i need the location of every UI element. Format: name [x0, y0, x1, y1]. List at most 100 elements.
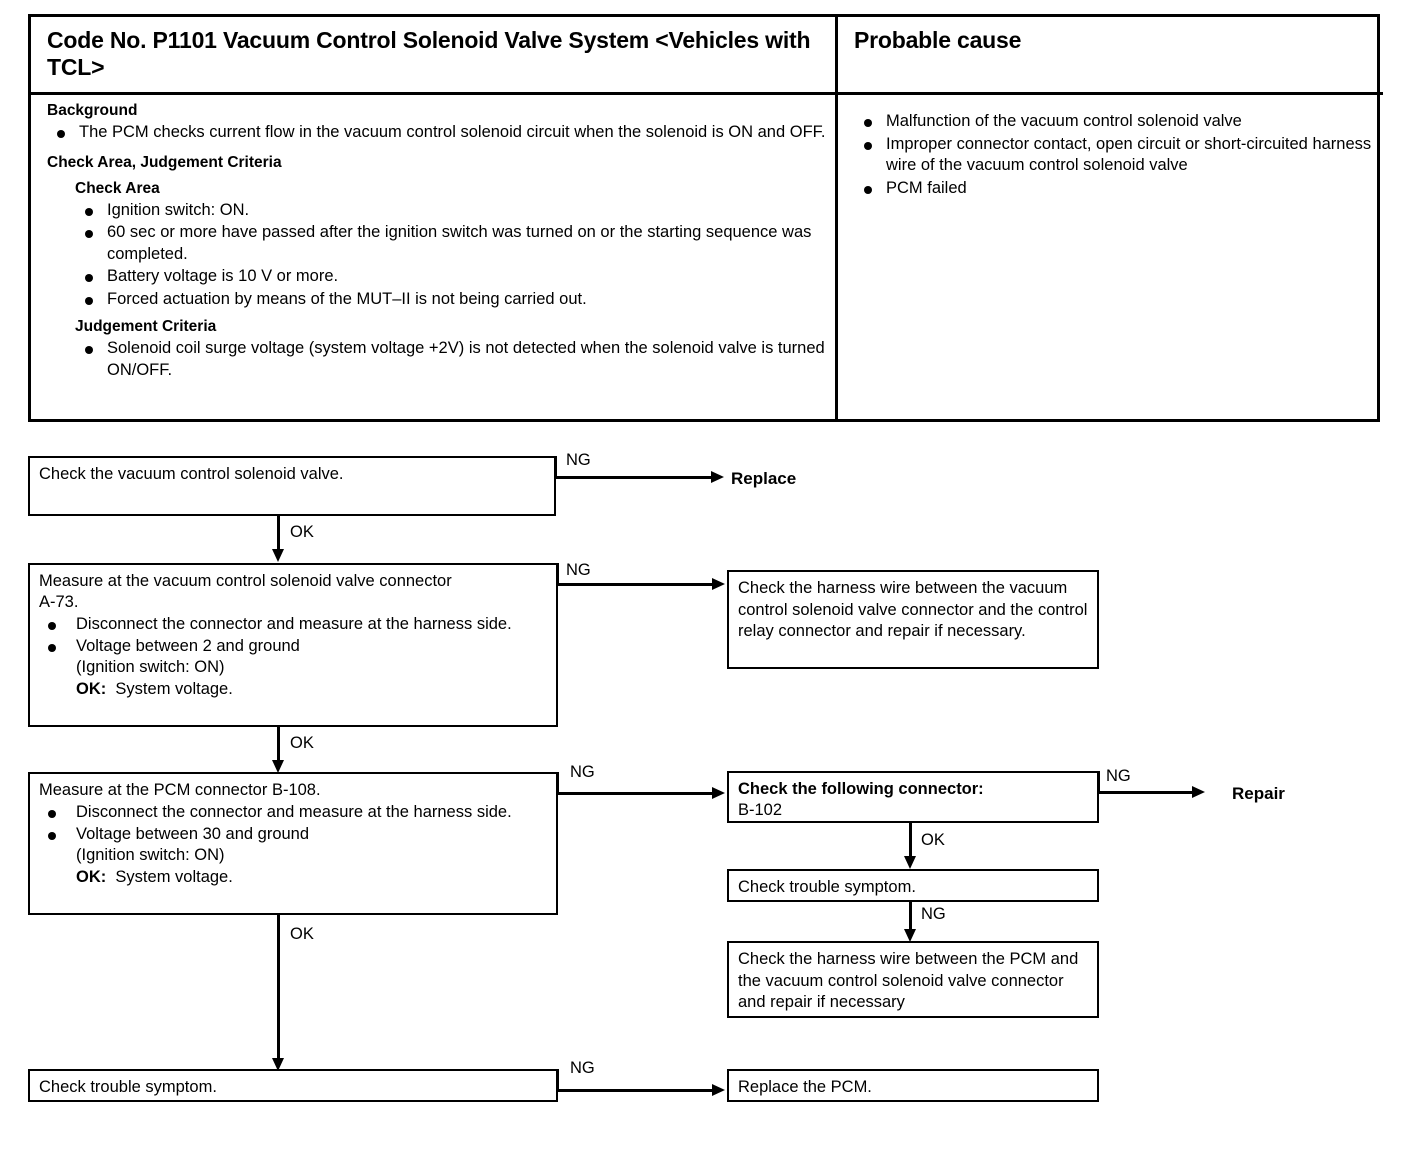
label-ng-box3: NG [570, 763, 595, 781]
flow-bullet-1: Disconnect the connector and measure at … [76, 803, 512, 821]
label-ok-box1: OK [290, 523, 314, 541]
flow-bullet-2-ok: OK: System voltage. [76, 679, 548, 701]
label-ng-box1: NG [566, 451, 591, 469]
flow-bullet-2-sub: (Ignition switch: ON) [76, 846, 225, 864]
flow-box-line1: Measure at the PCM connector B-108. [39, 781, 321, 799]
background-heading: Background [47, 102, 138, 119]
ok-value: System voltage. [115, 679, 233, 698]
flow-box-check-trouble-symptom-bottom: Check trouble symptom. [28, 1069, 558, 1102]
ok-connector-box2-box3 [277, 727, 280, 765]
flow-box-text: Check the vacuum control solenoid valve. [39, 465, 344, 483]
check-area-item-2: Battery voltage is 10 V or more. [107, 267, 339, 285]
arrow-right-icon [1192, 786, 1205, 798]
list-item: Improper connector contact, open circuit… [854, 134, 1374, 177]
diagnostic-info-table: Code No. P1101 Vacuum Control Solenoid V… [28, 14, 1383, 422]
table-header-rule-right [835, 92, 1383, 95]
label-ng-trouble-right: NG [921, 905, 946, 923]
terminal-repair: Repair [1232, 784, 1285, 803]
arrow-down-icon [904, 856, 916, 869]
arrow-down-icon [904, 929, 916, 942]
list-item: PCM failed [854, 178, 1374, 200]
ok-value: System voltage. [115, 867, 233, 886]
probable-cause-content: Malfunction of the vacuum control soleno… [854, 111, 1374, 200]
label-ng-box2: NG [566, 561, 591, 579]
probable-cause-title: Probable cause [854, 27, 1022, 53]
flow-box-check-solenoid-valve: Check the vacuum control solenoid valve. [28, 456, 556, 516]
arrow-right-icon [712, 787, 725, 799]
terminal-replace: Replace [731, 469, 797, 488]
ng-connector-bconn-horizontal [1097, 791, 1195, 794]
ok-label: OK: [76, 679, 107, 698]
code-title: Code No. P1101 Vacuum Control Solenoid V… [47, 27, 811, 80]
flow-box-measure-pcm-connector: Measure at the PCM connector B-108. Disc… [28, 772, 558, 915]
judgement-list: Solenoid coil surge voltage (system volt… [75, 338, 827, 381]
list-item: Disconnect the connector and measure at … [39, 802, 548, 824]
flow-box-measure-solenoid-connector: Measure at the vacuum control solenoid v… [28, 563, 558, 727]
flow-box-check-harness-pcm: Check the harness wire between the PCM a… [727, 941, 1099, 1018]
probable-cause-item-0: Malfunction of the vacuum control soleno… [886, 112, 1242, 130]
flow-box-text: Replace the PCM. [738, 1078, 872, 1096]
label-ok-bconn: OK [921, 831, 945, 849]
criteria-heading: Check Area, Judgement Criteria [47, 153, 282, 171]
list-item: Ignition switch: ON. [75, 200, 827, 222]
list-item: 60 sec or more have passed after the ign… [75, 222, 827, 265]
background-item-0: The PCM checks current flow in the vacuu… [79, 123, 826, 141]
flow-box-text: Check the harness wire between the vacuu… [738, 579, 1088, 640]
arrow-right-icon [711, 471, 724, 483]
ng-connector-box3-vertical [556, 772, 559, 794]
flow-box-text: Check trouble symptom. [39, 1078, 217, 1096]
flow-box-check-following-connector: Check the following connector: B-102 [727, 771, 1099, 823]
flow-box-line1: Check the following connector: [738, 780, 984, 798]
flow-box-text: Check trouble symptom. [738, 878, 916, 896]
label-ok-box3: OK [290, 925, 314, 943]
ok-connector-bconn-trouble [909, 823, 912, 861]
ng-connector-box2-horizontal [556, 583, 714, 586]
ng-connector-bconn-vertical [1097, 771, 1100, 793]
judgement-heading: Judgement Criteria [75, 318, 217, 335]
arrow-down-icon [272, 760, 284, 773]
table-column-divider [835, 17, 838, 419]
ng-connector-bottom-horizontal [556, 1089, 714, 1092]
check-area-heading: Check Area [75, 179, 160, 197]
label-ok-box2: OK [290, 734, 314, 752]
probable-cause-header-cell: Probable cause [838, 17, 1383, 92]
check-area-list: Ignition switch: ON. 60 sec or more have… [75, 200, 827, 311]
list-item: Forced actuation by means of the MUT–II … [75, 289, 827, 311]
list-item: Voltage between 30 and ground (Ignition … [39, 824, 548, 889]
flow-box-line1: Measure at the vacuum control solenoid v… [39, 572, 452, 590]
check-area-item-1: 60 sec or more have passed after the ign… [107, 223, 812, 263]
flow-box-replace-pcm: Replace the PCM. [727, 1069, 1099, 1102]
flow-bullet-2-main: Voltage between 30 and ground [76, 824, 310, 843]
check-area-item-3: Forced actuation by means of the MUT–II … [107, 289, 587, 308]
flow-box-bullets: Disconnect the connector and measure at … [39, 614, 548, 700]
list-item: Disconnect the connector and measure at … [39, 614, 548, 636]
table-header-rule-left [31, 92, 835, 95]
probable-cause-item-1: Improper connector contact, open circuit… [886, 134, 1372, 175]
ng-connector-box1-horizontal [554, 476, 714, 479]
probable-cause-list: Malfunction of the vacuum control soleno… [854, 111, 1374, 199]
flow-bullet-1: Disconnect the connector and measure at … [76, 615, 512, 633]
flow-bullet-2-sub: (Ignition switch: ON) [76, 658, 225, 676]
flow-box-line2: B-102 [738, 801, 783, 819]
arrow-down-icon [272, 1058, 284, 1071]
flow-box-check-trouble-symptom-right: Check trouble symptom. [727, 869, 1099, 902]
list-item: Voltage between 2 and ground (Ignition s… [39, 636, 548, 701]
flow-box-check-harness-relay: Check the harness wire between the vacuu… [727, 570, 1099, 669]
ok-label: OK: [76, 867, 107, 886]
judgement-item-0: Solenoid coil surge voltage (system volt… [107, 339, 825, 379]
list-item: The PCM checks current flow in the vacuu… [47, 122, 827, 144]
ng-connector-box1-vertical [554, 456, 557, 478]
arrow-right-icon [712, 1084, 725, 1096]
list-item: Solenoid coil surge voltage (system volt… [75, 338, 827, 381]
ng-connector-trouble-harness [909, 902, 912, 934]
background-list: The PCM checks current flow in the vacuu… [47, 122, 827, 144]
probable-cause-item-2: PCM failed [886, 178, 967, 197]
check-area-item-0: Ignition switch: ON. [107, 200, 250, 219]
flow-box-line2: A-73. [39, 593, 79, 611]
ng-connector-box3-horizontal [556, 792, 714, 795]
list-item: Malfunction of the vacuum control soleno… [854, 111, 1374, 133]
arrow-right-icon [712, 578, 725, 590]
flow-box-bullets: Disconnect the connector and measure at … [39, 802, 548, 888]
ng-connector-bottom-vertical [556, 1069, 559, 1091]
